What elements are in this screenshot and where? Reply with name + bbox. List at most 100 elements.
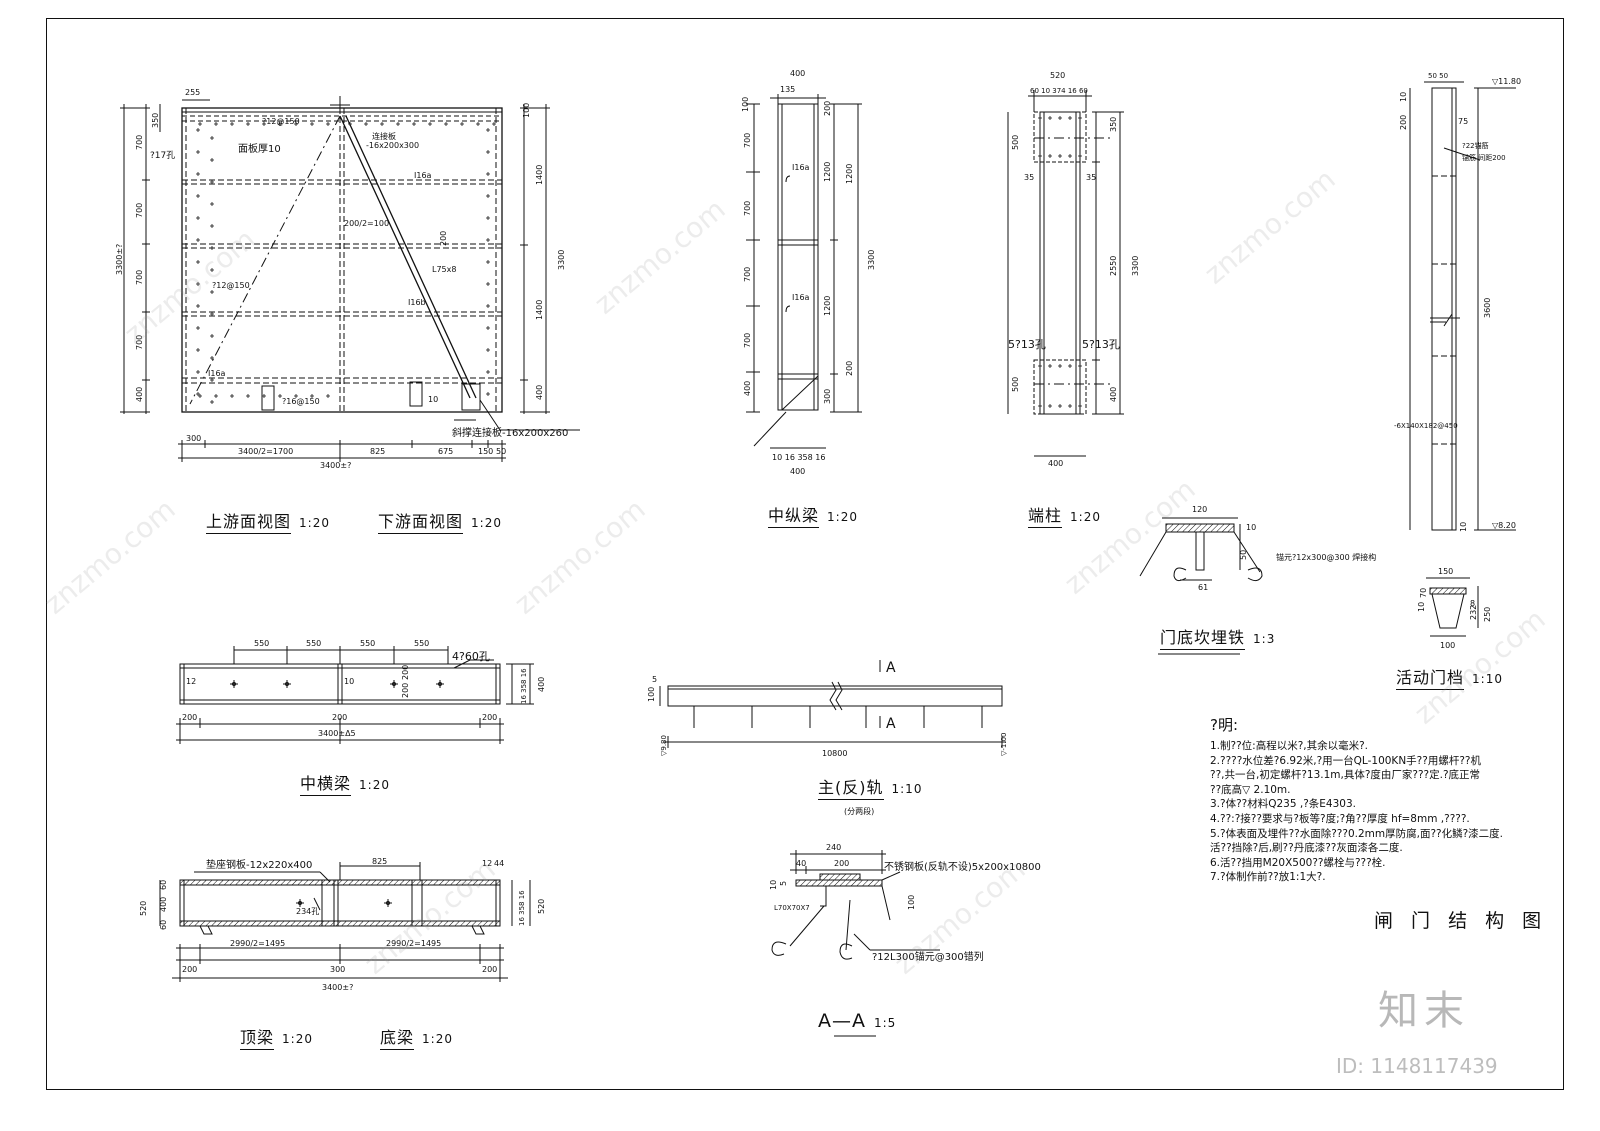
id-label: ID: 1148117439 [1336,1054,1498,1078]
note-line: 2.????水位差?6.92米,?用一台QL-100KN手??用螺杆??机 [1210,754,1481,767]
bolt-mark [486,238,490,242]
dim-text: 200 [845,361,854,376]
mid-cross-beam-holes [230,680,444,688]
bolt-mark [364,122,368,126]
bolt-mark [384,899,392,907]
hole-mark [438,682,442,686]
bolt-mark [210,202,214,206]
bolt-mark [210,334,214,338]
bolt-mark [210,268,214,272]
note-line: 4.??:?接??要求与?板等?度;?角??厚度 hf=8mm ,????. [1210,812,1470,825]
brand-logo: 知末 [1378,988,1470,1034]
bolt-mark [210,312,214,316]
dim-text: 10800 [822,749,847,758]
bolt-mark [1068,116,1072,120]
anchor-bar-label: ?12L300锚元@300错列 [872,950,984,963]
bolt-mark [1078,364,1082,368]
dim-text: 35 [1024,173,1034,182]
dim-text: 1200 [845,164,854,184]
pad-plate-label: 垫座钢板-12x220x400 [206,858,312,871]
dim-text: 300 [823,389,832,404]
dim-text: 200 [1399,115,1408,130]
section-aa-view [771,850,940,1037]
dim-text: 2550 [1109,256,1118,276]
bolt-mark [1038,404,1042,408]
dim-text: 200 [834,859,849,868]
upstream-plus-marks [196,122,496,404]
dim-text: 100 [1440,641,1455,650]
hole-label: 234孔 [296,907,319,916]
dim-text: 44 [494,859,504,868]
bottom-embed-view [1139,517,1263,655]
dim-text: 35 [1086,173,1096,182]
dim-text: 10 [1246,523,1256,532]
note-line: ??底高▽ 2.10m. [1210,783,1291,796]
bolt-mark [196,172,200,176]
hole-label: 5?13孔 [1008,338,1046,351]
dim-text: 240 [826,843,841,852]
bolt-mark [1058,364,1062,368]
note-line: 5.?体表面及埋件??水面除???0.2mm厚防腐,面??化鳞?漆二度. [1210,827,1504,840]
bolt-mark [390,680,398,688]
dim-text: 520 [139,901,148,916]
dim-text: 200 [182,965,197,974]
dim-text: 675 [438,447,453,456]
dim-text: 500 [1011,377,1020,392]
door-stop-section [1426,577,1479,637]
dim-text: 135 [780,85,795,94]
bolt-mark [486,348,490,352]
angle-label: L75x8 [432,265,456,274]
elevation-label: ▽9.80 [660,735,668,756]
dim-text: 700 [135,203,144,218]
dim-text: 60 [159,920,168,930]
bolt-mark [1058,404,1062,408]
bolt-mark [262,394,266,398]
note-line: ??,共一台,初定螺杆?13.1m,具体?度由厂家???定.?底正常 [1210,769,1481,782]
dim-text: 400 [1048,459,1063,468]
bolt-mark [196,304,200,308]
bolt-mark [196,326,200,330]
bolt-mark [486,128,490,132]
hole-mark [298,901,302,905]
bolt-mark [428,122,432,126]
dim-text: 400 [1109,387,1118,402]
dim-text: 150 [1438,567,1453,576]
dim-text: 550 [254,639,269,648]
drawing-frame [46,18,1564,1090]
bolt-mark [1078,404,1082,408]
hole-mark [392,682,396,686]
dim-text: 3400/2=1700 [238,447,293,456]
bolt-mark [210,136,214,140]
note-line: 6.活??挡用M20X500??螺栓与???栓. [1210,856,1386,869]
dim-text: 10 [769,880,778,890]
dim-text: 50 50 [1428,72,1448,80]
bolt-mark [486,260,490,264]
bolt-mark [1038,154,1042,158]
bolt-mark [1038,364,1042,368]
dim-text: 16 358 16 [518,890,526,926]
bolt-mark [396,122,400,126]
bolt-mark [210,356,214,360]
dim-text: 550 [306,639,321,648]
dim-text: 400 [790,467,805,476]
dim-text: 8 [1470,599,1475,608]
bolt-mark [486,370,490,374]
dim-text: 200 [401,683,410,698]
bolt-mark [210,180,214,184]
dim-text: 500 [1011,135,1020,150]
section-aa-labels: 240 40 200 10 5 100 不锈钢板(反轨不设)5x200x1080… [769,843,1041,963]
elevation-label: ▽8.20 [1492,521,1516,530]
dim-text: 200 [823,101,832,116]
dim-text: 10 [1459,522,1468,532]
connect-plate-dim: -16x200x300 [366,141,419,150]
dim-text: 100 [907,895,916,910]
dim-text: 100 [522,103,531,118]
dim-text: 300 [186,434,201,443]
rebar-label: ?16@150 [282,397,320,406]
bolt-mark [246,394,250,398]
